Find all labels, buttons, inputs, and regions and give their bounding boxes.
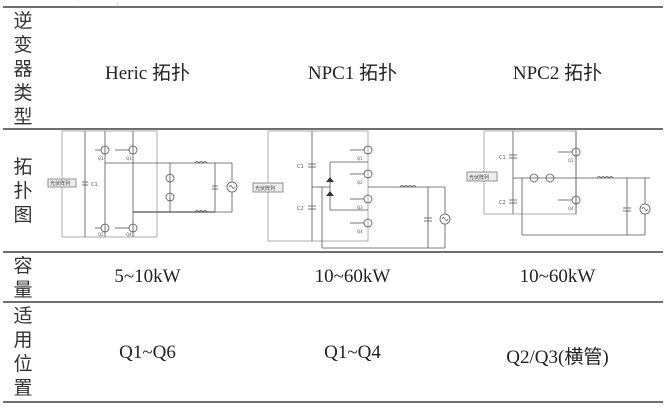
cell-npc2-position: Q2/Q3(横管)	[506, 347, 609, 368]
top-fragment: `	[78, 0, 80, 6]
table-rule-top	[3, 6, 663, 8]
svg-text:Q3: Q3	[357, 205, 363, 210]
table-rule	[3, 128, 663, 130]
label-char: 变	[13, 34, 33, 56]
label-char: 器	[13, 58, 33, 80]
switch-q2-icon	[529, 173, 539, 183]
label-char: 位	[13, 353, 33, 375]
row-label-capacity: 容 量	[8, 254, 38, 302]
cell-npc1-position: Q1~Q4	[324, 342, 381, 363]
switch-q3-icon	[115, 145, 138, 155]
switch-q3-icon	[545, 173, 555, 183]
svg-text:Q4: Q4	[568, 206, 574, 211]
label-char: 容	[13, 255, 33, 277]
label-char: 量	[13, 279, 33, 301]
table-rule-bottom	[3, 401, 663, 403]
cell-heric-topology: Heric 拓扑	[105, 63, 190, 84]
label-char: 类	[13, 82, 33, 104]
switch-q5-icon	[165, 173, 175, 183]
cell-npc1-topology: NPC1 拓扑	[307, 63, 398, 84]
top-fragment: ,	[117, 0, 119, 6]
capacitor-label: C1	[297, 164, 304, 170]
diode-icon	[326, 191, 334, 196]
svg-text:Q1: Q1	[357, 156, 363, 161]
switch-q6-icon	[165, 192, 175, 202]
label-char: 扑	[13, 180, 33, 202]
cell-heric-position: Q1~Q6	[119, 342, 176, 363]
label-char: 拓	[13, 156, 33, 178]
diode-icon	[326, 177, 334, 182]
capacitor-label: C2	[297, 206, 304, 212]
label-char: 置	[13, 377, 33, 399]
cell-heric-capacity: 5~10kW	[114, 266, 181, 287]
pv-array-label: 光伏阵列	[255, 185, 275, 192]
cell-npc1-capacity: 10~60kW	[314, 266, 391, 287]
switch-q4-icon	[115, 223, 138, 233]
capacitor-label: C2	[499, 200, 506, 206]
label-char: 用	[13, 329, 33, 351]
cell-npc2-topology: NPC2 拓扑	[512, 63, 603, 84]
capacitor-label: C1	[499, 155, 506, 161]
label-char: 图	[13, 204, 33, 226]
heric-circuit-diagram: C1 光伏阵列 Q1 Q3 Q2 Q4	[47, 130, 238, 238]
label-char: 适	[13, 305, 33, 327]
label-char: 型	[13, 106, 33, 128]
pv-array-label: 光伏阵列	[469, 174, 489, 181]
svg-text:Q4: Q4	[126, 232, 132, 237]
inductor-icon	[194, 210, 208, 213]
switch-q2-icon	[95, 223, 110, 233]
switch-q1-icon	[95, 145, 110, 155]
svg-text:Q2: Q2	[98, 232, 104, 237]
row-label-topology-diagram: 拓 扑 图	[8, 155, 38, 227]
svg-text:Q1: Q1	[98, 156, 104, 161]
svg-text:Q4: Q4	[357, 229, 363, 234]
row-label-applicable-position: 适 用 位 置	[8, 304, 38, 400]
inductor-icon	[596, 176, 614, 179]
svg-text:Q2: Q2	[357, 180, 363, 185]
label-char: 逆	[13, 10, 33, 32]
cell-npc2-capacity: 10~60kW	[519, 266, 596, 287]
row-label-inverter-type: 逆 变 器 类 型	[8, 9, 38, 129]
svg-text:Q3: Q3	[126, 156, 132, 161]
pv-array-label: 光伏阵列	[50, 180, 70, 187]
inductor-icon	[399, 185, 417, 188]
table-rule	[3, 251, 663, 253]
table-rule	[3, 301, 663, 303]
capacitor-label: C1	[91, 182, 98, 188]
svg-text:Q1: Q1	[568, 158, 574, 163]
inductor-icon	[194, 161, 208, 164]
